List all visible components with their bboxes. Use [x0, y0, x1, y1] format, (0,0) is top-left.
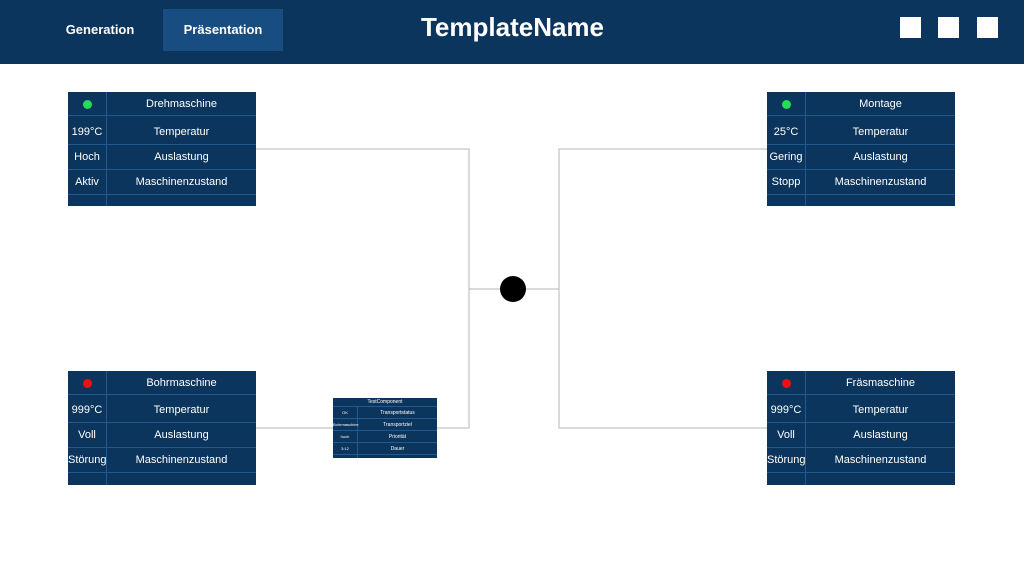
state-label: Maschinenzustand	[135, 176, 228, 188]
row-state: Störung Maschinenzustand	[68, 448, 256, 473]
transport-target-value: Bohrmaschine	[333, 422, 359, 427]
duration-value: 3:12	[341, 446, 349, 451]
divider	[805, 92, 806, 206]
machine-name: Fräsmaschine	[845, 377, 916, 389]
temperature-value: 999°C	[770, 404, 802, 416]
tab-generation[interactable]: Generation	[65, 22, 135, 37]
page-title: TemplateName	[420, 12, 605, 42]
temperature-value: 199°C	[71, 126, 103, 138]
status-dot-icon	[82, 378, 92, 388]
divider	[805, 371, 806, 485]
central-hub-node[interactable]	[500, 276, 526, 302]
row-transport-target: Bohrmaschine Transportziel	[333, 419, 437, 431]
machine-card-drehmaschine[interactable]: Drehmaschine 199°C Temperatur Hoch Ausla…	[68, 92, 256, 206]
row-priority: hoch Priorität	[333, 431, 437, 443]
status-dot-icon	[781, 99, 791, 109]
transport-status-value: OK	[342, 410, 348, 415]
row-temperature: 999°C Temperatur	[767, 398, 955, 423]
window-button-3[interactable]	[977, 17, 998, 38]
load-value: Voll	[777, 429, 795, 441]
line-drehmaschine	[256, 148, 470, 429]
temperature-value: 999°C	[71, 404, 103, 416]
divider	[106, 371, 107, 485]
temperature-label: Temperatur	[852, 404, 909, 416]
load-value: Voll	[78, 429, 96, 441]
status-dot-icon	[781, 378, 791, 388]
state-value: Stopp	[771, 176, 801, 188]
state-label: Maschinenzustand	[834, 454, 927, 466]
load-label: Auslastung	[853, 429, 908, 441]
row-duration: 3:12 Dauer	[333, 443, 437, 455]
transport-target-label: Transportziel	[383, 422, 412, 428]
row-load: Voll Auslastung	[767, 423, 955, 448]
tab-presentation[interactable]: Präsentation	[163, 9, 283, 51]
row-state: Störung Maschinenzustand	[767, 448, 955, 473]
status-dot-icon	[82, 99, 92, 109]
row-temperature: 199°C Temperatur	[68, 120, 256, 145]
card-header: Bohrmaschine	[68, 371, 256, 395]
state-label: Maschinenzustand	[135, 454, 228, 466]
state-value: Störung	[68, 454, 107, 466]
load-label: Auslastung	[154, 429, 209, 441]
top-bar: Generation Präsentation TemplateName	[0, 0, 1024, 64]
row-state: Aktiv Maschinenzustand	[68, 170, 256, 195]
transport-component-card[interactable]: TestComponent OK Transportstatus Bohrmas…	[333, 398, 437, 458]
load-value: Gering	[769, 151, 803, 163]
divider	[106, 92, 107, 206]
duration-label: Dauer	[390, 446, 405, 452]
divider	[357, 407, 358, 458]
load-value: Hoch	[74, 151, 100, 163]
row-transport-status: OK Transportstatus	[333, 407, 437, 419]
load-label: Auslastung	[853, 151, 908, 163]
line-right-bus	[558, 148, 767, 429]
priority-value: hoch	[340, 434, 350, 439]
state-value: Aktiv	[75, 176, 99, 188]
window-button-1[interactable]	[900, 17, 921, 38]
machine-name: Bohrmaschine	[146, 377, 217, 389]
row-state: Stopp Maschinenzustand	[767, 170, 955, 195]
row-load: Hoch Auslastung	[68, 145, 256, 170]
row-temperature: 25°C Temperatur	[767, 120, 955, 145]
transport-status-label: Transportstatus	[380, 410, 415, 416]
row-temperature: 999°C Temperatur	[68, 398, 256, 423]
machine-name: Montage	[859, 98, 902, 110]
temperature-label: Temperatur	[852, 126, 909, 138]
row-load: Voll Auslastung	[68, 423, 256, 448]
card-header: Fräsmaschine	[767, 371, 955, 395]
row-load: Gering Auslastung	[767, 145, 955, 170]
component-name: TestComponent	[333, 398, 437, 407]
window-button-2[interactable]	[938, 17, 959, 38]
priority-label: Priorität	[388, 434, 407, 440]
machine-card-bohrmaschine[interactable]: Bohrmaschine 999°C Temperatur Voll Ausla…	[68, 371, 256, 485]
temperature-label: Temperatur	[153, 126, 210, 138]
temperature-label: Temperatur	[153, 404, 210, 416]
card-header: Drehmaschine	[68, 92, 256, 116]
state-label: Maschinenzustand	[834, 176, 927, 188]
machine-card-fraesmaschine[interactable]: Fräsmaschine 999°C Temperatur Voll Ausla…	[767, 371, 955, 485]
load-label: Auslastung	[154, 151, 209, 163]
machine-name: Drehmaschine	[146, 98, 217, 110]
state-value: Störung	[767, 454, 806, 466]
temperature-value: 25°C	[773, 126, 799, 138]
card-header: Montage	[767, 92, 955, 116]
machine-card-montage[interactable]: Montage 25°C Temperatur Gering Auslastun…	[767, 92, 955, 206]
